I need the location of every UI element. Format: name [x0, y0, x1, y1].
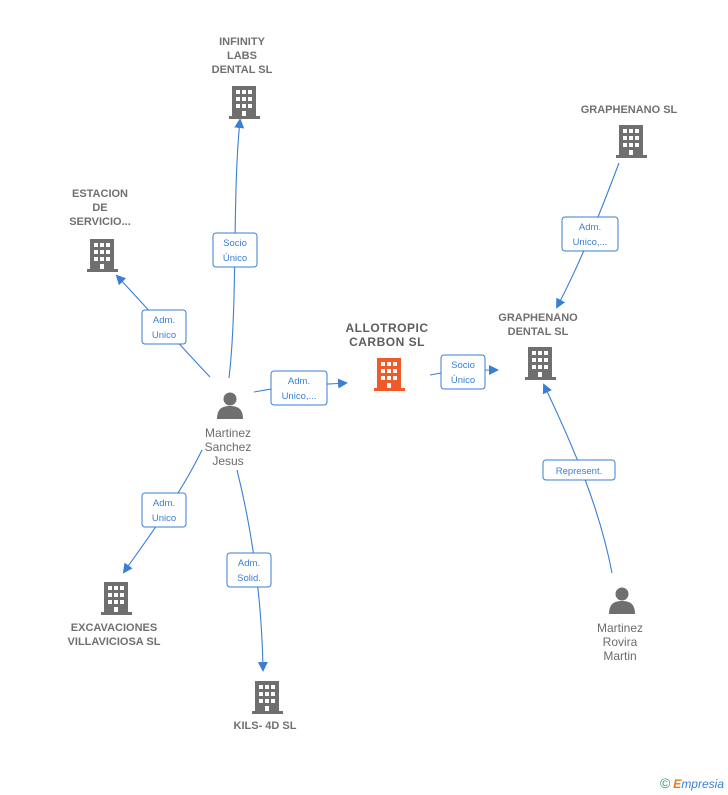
svg-text:Unico,...: Unico,... [282, 391, 317, 402]
company-name: KILS- 4D SL [233, 720, 297, 732]
edge-label-represent: Represent. [542, 459, 616, 481]
svg-text:Adm.: Adm. [579, 222, 601, 233]
svg-text:Unico,...: Unico,... [573, 237, 608, 248]
svg-text:Único: Único [223, 253, 247, 264]
svg-text:Adm.: Adm. [238, 558, 260, 569]
edge-label-socio-unico-1: Socio Único [212, 232, 258, 268]
building-icon[interactable] [525, 347, 556, 380]
person-name: Martinez Rovira Martin [596, 621, 643, 663]
building-icon[interactable] [229, 86, 260, 119]
building-icon[interactable] [87, 239, 118, 272]
company-name: GRAPHENANO SL [580, 104, 678, 116]
edge-label-adm-unico-3: Adm. Unico,... [561, 216, 619, 252]
company-name: ESTACION DE SERVICIO... [69, 188, 131, 228]
brand-initial: E [673, 777, 682, 791]
edge-label-adm-unico-1: Adm. Unico [141, 309, 187, 345]
person-name: Martinez Sanchez Jesus [204, 426, 252, 468]
svg-text:Solid.: Solid. [237, 573, 261, 584]
brand-name: mpresia [681, 777, 724, 791]
edge-label-adm-solid: Adm. Solid. [226, 552, 272, 588]
svg-text:Adm.: Adm. [153, 315, 175, 326]
svg-text:Represent.: Represent. [556, 466, 602, 477]
copyright-icon: © [659, 775, 671, 791]
svg-text:Adm.: Adm. [288, 376, 310, 387]
edge-label-adm-unico-2: Adm. Unico,... [270, 370, 328, 406]
svg-text:Socio: Socio [451, 360, 475, 371]
building-icon[interactable] [616, 125, 647, 158]
svg-text:Socio: Socio [223, 238, 247, 249]
svg-text:Unico: Unico [152, 330, 176, 341]
person-icon[interactable] [609, 587, 635, 615]
building-icon-main[interactable] [374, 358, 405, 391]
company-name: EXCAVACIONES VILLAVICIOSA SL [67, 622, 161, 648]
company-name: INFINITY LABS DENTAL SL [211, 36, 273, 76]
main-company-name: ALLOTROPIC CARBON SL [345, 321, 429, 349]
building-icon[interactable] [252, 681, 283, 714]
person-icon[interactable] [217, 392, 243, 420]
empresia-footer[interactable]: ©Empresia [660, 775, 724, 791]
edge-label-adm-unico-4: Adm. Unico [141, 492, 187, 528]
edge-label-socio-unico-2: Socio Único [440, 354, 486, 390]
company-name: GRAPHENANO DENTAL SL [498, 312, 578, 338]
building-icon[interactable] [101, 582, 132, 615]
svg-text:Adm.: Adm. [153, 498, 175, 509]
svg-text:Único: Único [451, 375, 475, 386]
svg-text:Unico: Unico [152, 513, 176, 524]
